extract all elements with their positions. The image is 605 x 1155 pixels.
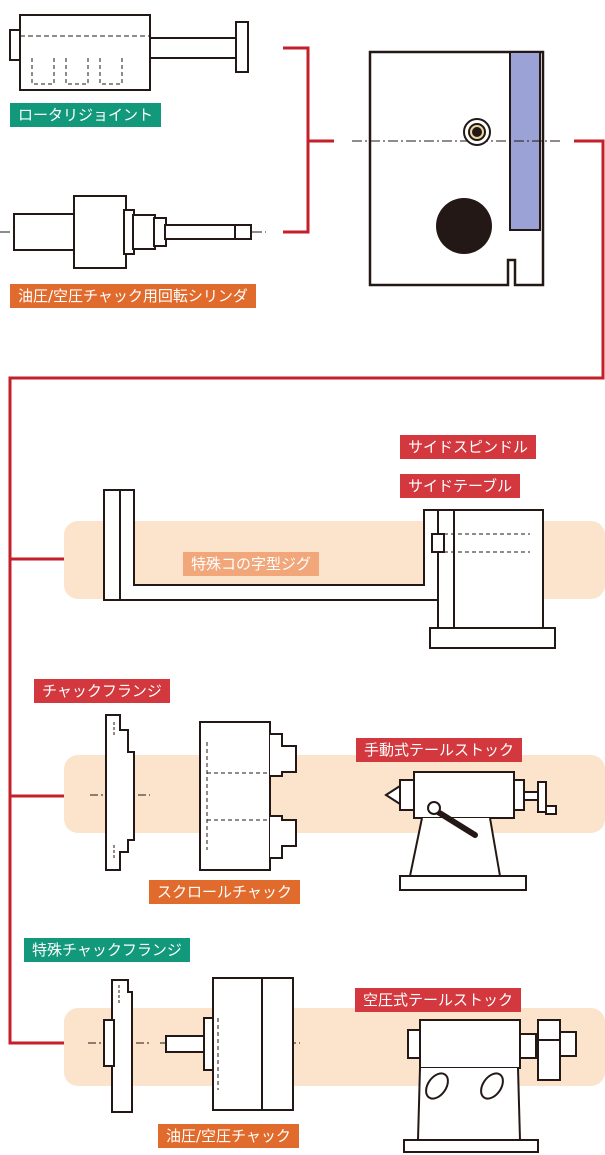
label-rotary-cylinder: 油圧/空圧チャック用回転シリンダ — [10, 284, 256, 308]
label-side-table: サイドテーブル — [400, 474, 521, 498]
label-side-spindle: サイドスピンドル — [400, 435, 537, 459]
chuck-flange-drawing — [90, 714, 150, 871]
label-hydraulic-chuck: 油圧/空圧チャック — [158, 1124, 299, 1148]
label-special-chuck-flange: 特殊チャックフランジ — [24, 938, 190, 962]
label-scroll-chuck: スクロールチャック — [149, 880, 300, 904]
label-chuck-flange: チャックフランジ — [34, 679, 170, 703]
label-rotary-joint: ロータリジョイント — [10, 103, 162, 127]
label-manual-tailstock: 手動式テールストック — [356, 738, 523, 762]
manual-tailstock-drawing — [384, 771, 557, 891]
hydraulic-chuck-drawing — [160, 977, 300, 1111]
connector-lines — [8, 46, 605, 1045]
rotary-cylinder-drawing — [0, 195, 266, 269]
u-jig-drawing — [103, 489, 439, 601]
special-chuck-flange-drawing — [88, 979, 150, 1113]
label-pneumatic-tailstock: 空圧式テールストック — [355, 988, 522, 1012]
pneumatic-tailstock-drawing — [403, 1019, 577, 1153]
label-special-u-jig: 特殊コの字型ジグ — [183, 552, 320, 576]
rotary-joint-drawing — [9, 14, 249, 91]
rotary-table-drawing — [352, 50, 560, 287]
scroll-chuck-drawing — [199, 721, 297, 871]
side-table-drawing — [429, 509, 556, 649]
